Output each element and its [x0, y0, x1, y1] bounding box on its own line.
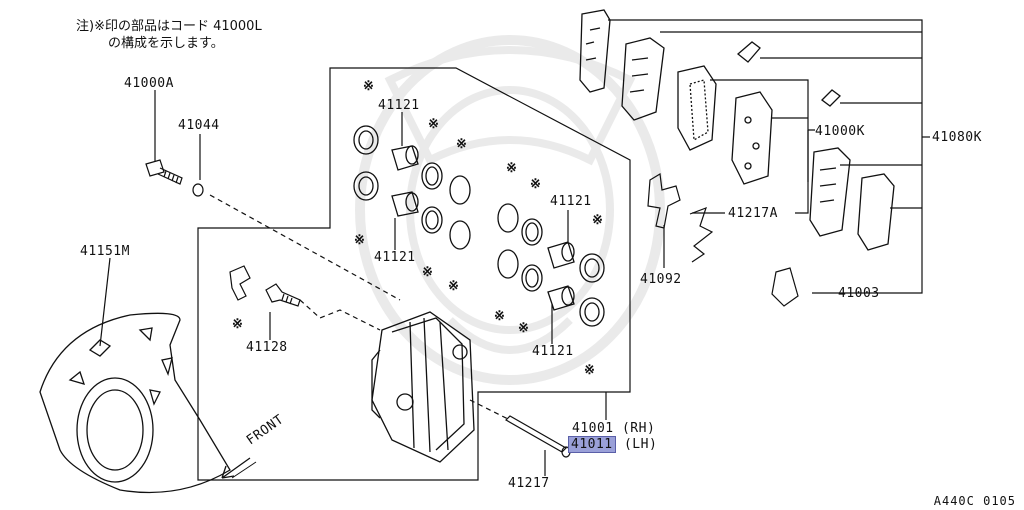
part-label-41217A[interactable]: 41217A: [728, 206, 778, 221]
o-ring: [449, 220, 471, 250]
seal: [521, 218, 543, 246]
bracket-41080K: [608, 19, 923, 294]
pad-clip: [821, 89, 841, 107]
anti-rattle-spring: [689, 206, 714, 263]
kit-marker-icon: ※: [592, 213, 603, 228]
part-number-41001: 41001: [572, 421, 614, 436]
piston: [547, 241, 575, 269]
pad-pin: [505, 415, 571, 458]
part-label-41217[interactable]: 41217: [508, 476, 550, 491]
piston: [391, 145, 419, 171]
kit-marker-icon: ※: [232, 317, 243, 332]
part-label-41121-b[interactable]: 41121: [374, 250, 416, 265]
dashed-guide-bolt: [209, 194, 401, 301]
part-label-41044[interactable]: 41044: [178, 118, 220, 133]
part-label-41003[interactable]: 41003: [838, 286, 880, 301]
assembly-outline: [197, 67, 631, 481]
dashed-guide-bleeder: [299, 299, 381, 331]
seal: [521, 264, 543, 292]
o-ring: [449, 175, 471, 205]
side-lh: (LH): [623, 437, 658, 452]
dust-shield: [39, 312, 231, 494]
part-label-41121-a[interactable]: 41121: [378, 98, 420, 113]
dust-boot: [353, 171, 379, 201]
bleeder-cap: [229, 265, 251, 301]
pad-clip: [736, 41, 761, 63]
front-arrow-icon: [221, 457, 257, 479]
part-label-41000K[interactable]: 41000K: [815, 124, 865, 139]
shim: [579, 9, 611, 93]
kit-marker-icon: ※: [428, 117, 439, 132]
kit-marker-icon: ※: [422, 265, 433, 280]
wear-indicator: [771, 267, 799, 307]
kit-marker-icon: ※: [494, 309, 505, 324]
kit-note: 注)※印の部品はコード 41000L の構成を示します。: [76, 18, 262, 52]
kit-marker-icon: ※: [456, 137, 467, 152]
bolt: [145, 159, 183, 185]
part-label-41121-d[interactable]: 41121: [532, 344, 574, 359]
dust-boot: [353, 125, 379, 155]
dust-boot: [579, 253, 605, 283]
kit-marker-icon: ※: [518, 321, 529, 336]
bracket-41217A: [692, 130, 809, 214]
washer: [192, 183, 204, 197]
part-label-41001[interactable]: 41001 (RH): [572, 421, 655, 436]
kit-marker-icon: ※: [354, 233, 365, 248]
dashed-guide-pin: [469, 399, 511, 421]
o-ring: [497, 249, 519, 279]
o-ring: [497, 203, 519, 233]
kit-marker-icon: ※: [530, 177, 541, 192]
part-label-41121-c[interactable]: 41121: [550, 194, 592, 209]
part-label-41011[interactable]: 41011 (LH): [568, 436, 658, 453]
part-label-41128[interactable]: 41128: [246, 340, 288, 355]
caliper-body: [371, 311, 475, 463]
part-number-41011-highlighted: 41011: [568, 436, 616, 453]
part-label-41080K[interactable]: 41080K: [932, 130, 982, 145]
diagram-code: A440C 0105: [933, 494, 1016, 508]
shim: [857, 173, 895, 251]
seal: [421, 162, 443, 190]
bleeder-screw: [265, 283, 301, 307]
leader-41151M: [99, 257, 111, 347]
part-label-41151M[interactable]: 41151M: [80, 244, 130, 259]
shim: [621, 37, 665, 121]
kit-marker-icon: ※: [584, 363, 595, 378]
note-line-2: の構成を示します。: [108, 36, 224, 51]
part-label-41000A[interactable]: 41000A: [124, 76, 174, 91]
kit-marker-icon: ※: [448, 279, 459, 294]
brake-pad: [677, 65, 717, 151]
piston: [391, 191, 419, 217]
note-line-1: 注)※印の部品はコード 41000L: [76, 19, 262, 34]
piston: [547, 285, 575, 311]
side-rh: (RH): [621, 421, 656, 436]
part-label-41092[interactable]: 41092: [640, 272, 682, 287]
kit-marker-icon: ※: [506, 161, 517, 176]
shim: [809, 147, 851, 237]
anti-rattle-spring: [647, 173, 681, 229]
seal: [421, 206, 443, 234]
dust-boot: [579, 297, 605, 327]
brake-pad: [731, 91, 773, 185]
kit-marker-icon: ※: [363, 79, 374, 94]
